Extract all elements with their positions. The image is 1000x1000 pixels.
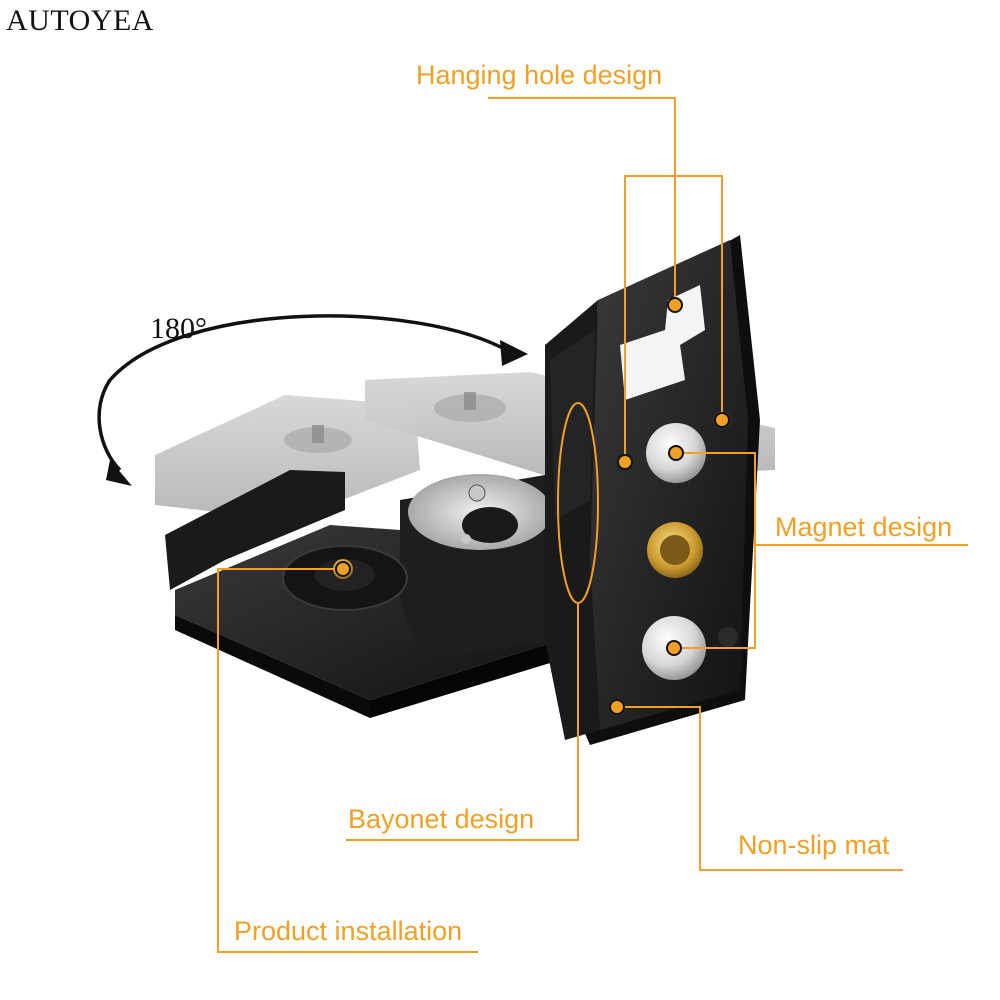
rotation-arrow	[97, 314, 528, 486]
callout-lines	[217, 97, 968, 953]
rotation-angle-label: 180°	[150, 312, 207, 345]
brand-logo-text: AUTOYEA	[6, 4, 154, 37]
callout-magnet: Magnet design	[775, 512, 953, 542]
callout-non-slip: Non-slip mat	[738, 830, 890, 860]
callout-installation: Product installation	[234, 916, 463, 946]
base-plate	[165, 470, 560, 718]
callout-dots	[335, 297, 730, 715]
callout-hanging-hole: Hanging hole design	[416, 60, 663, 90]
callout-bayonet: Bayonet design	[348, 804, 535, 834]
vertical-bracket	[545, 235, 760, 745]
